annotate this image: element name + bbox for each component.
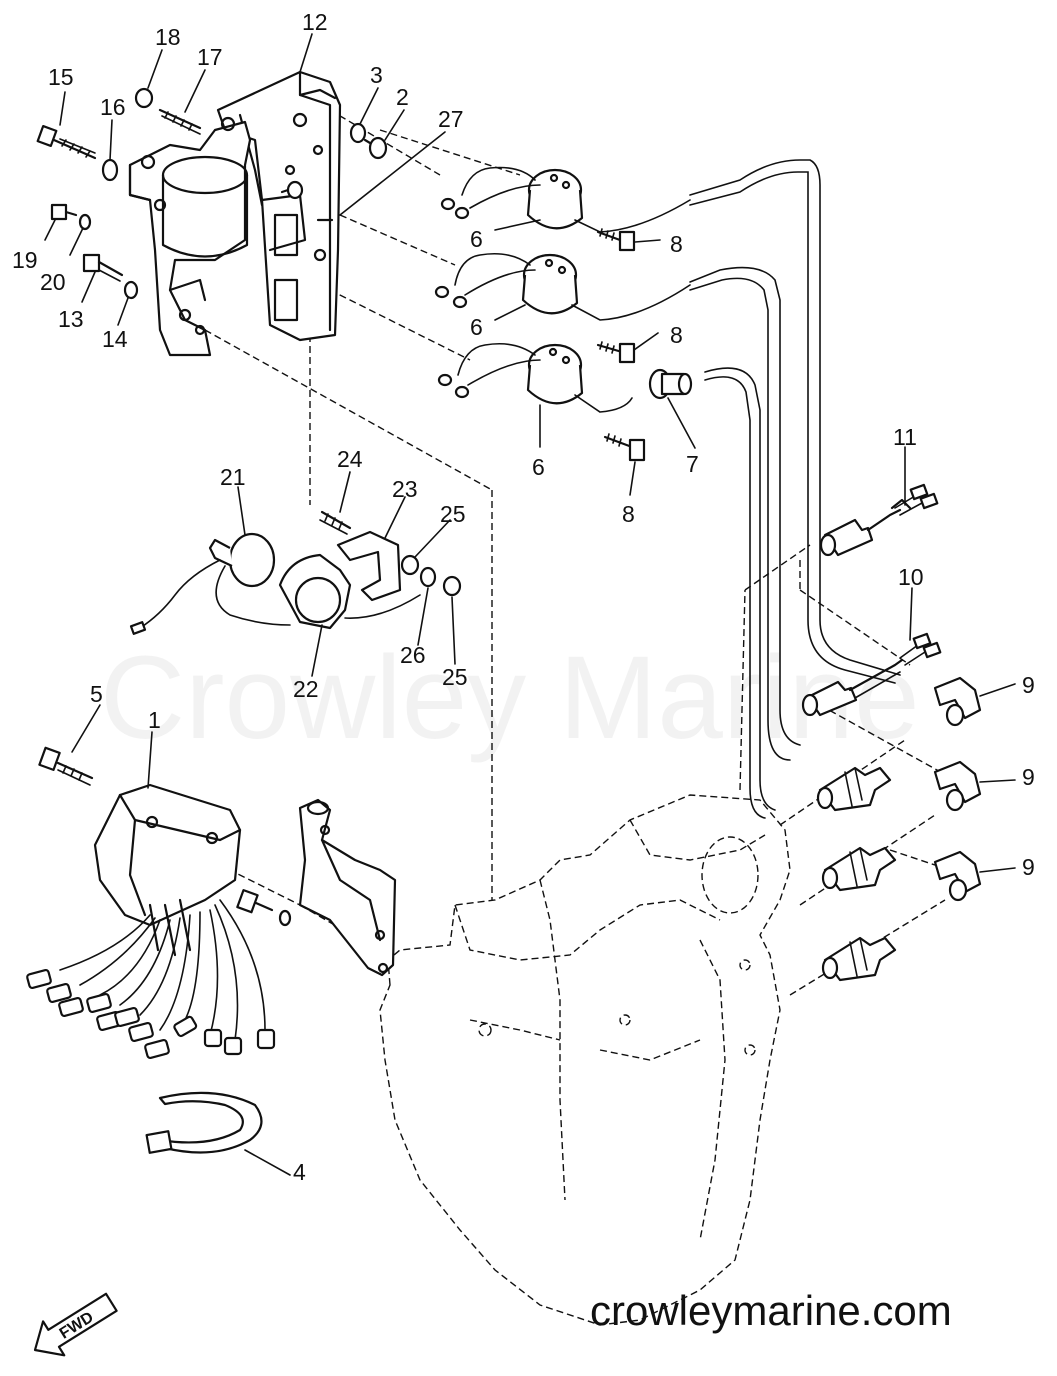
callout-leaders [44,33,1016,1176]
part-number-23: 23 [392,476,418,502]
washer-5 [349,122,367,144]
spark-plug-a [816,766,892,812]
part-number-21: 21 [220,464,246,490]
screw-4 [363,136,388,160]
part-number-7: 7 [686,451,699,477]
part-number-10: 10 [898,564,924,590]
part-number-25-b: 25 [442,664,468,690]
part-number-26: 26 [400,642,426,668]
clip-23 [336,530,402,602]
part-number-15: 15 [48,64,74,90]
part-number-22: 22 [293,676,319,702]
site-url: crowleymarine.com [590,1287,952,1334]
part-number-25-a: 25 [440,501,466,527]
washer-16 [101,158,119,182]
part-number-1: 1 [148,707,161,733]
part-number-20: 20 [40,269,66,295]
coil-bracket [128,116,252,357]
part-number-9-a: 9 [1022,672,1035,698]
part-number-9-b: 9 [1022,764,1035,790]
part-number-labels: 12 18 17 15 16 3 2 27 19 20 13 14 6 8 6 … [12,9,1035,1185]
part-number-19: 19 [12,247,38,273]
part-number-6-b: 6 [470,314,483,340]
part-number-16: 16 [100,94,126,120]
plug-cap-9-c [933,850,982,902]
bolt-3 [38,746,94,786]
ignition-wires [689,159,901,819]
sensor-10 [801,632,942,717]
forward-arrow-icon: FWD [33,1292,118,1357]
grommet-7 [648,368,693,400]
relay-21 [129,532,291,635]
part-number-6-c: 6 [532,454,545,480]
part-number-11: 11 [893,424,917,450]
plug-cap-9-a [933,676,982,727]
engine-block [379,794,791,1326]
nut-25-b [442,575,462,597]
screw-27 [280,180,304,200]
bolt-8-b [596,341,636,364]
part-number-17: 17 [197,44,223,70]
mounting-bracket [298,798,397,977]
part-number-14: 14 [102,326,128,352]
part-number-12: 12 [302,9,328,35]
part-number-24: 24 [337,446,363,472]
plug-cap-9-b [933,760,982,812]
spark-plug-c [821,936,897,982]
sensor-11 [819,483,939,557]
part-number-3: 5 [90,681,103,707]
bolt-8-a [596,228,636,252]
part-number-4: 2 [396,84,409,110]
ignition-coil-top [440,166,691,233]
bolt-13 [82,253,124,282]
stud-17 [158,108,202,135]
washer-20 [78,213,92,231]
part-number-8-b: 8 [670,322,683,348]
part-number-9-c: 9 [1022,854,1035,880]
stud-24 [319,510,352,535]
washer-26 [419,566,437,588]
ignition-coil-bottom [437,342,633,413]
part-number-27: 27 [438,106,464,132]
relay-holder-22 [278,553,421,630]
part-number-13: 13 [58,306,84,332]
part-number-5: 3 [370,62,383,88]
watermark-text: Crowley Marine [100,632,920,764]
part-number-8-c: 8 [622,501,635,527]
nut-18 [134,87,154,109]
cdi-unit [26,783,276,1060]
part-number-2: 4 [293,1159,306,1185]
part-number-6-a: 6 [470,226,483,252]
bolt-8-c [603,433,646,462]
spark-plug-b [821,846,897,892]
bolt-15 [36,124,97,160]
part-number-18: 18 [155,24,181,50]
ignition-coil-middle [434,252,691,321]
part-number-8-a: 8 [670,231,683,257]
nut-25-a [400,554,420,576]
screw-19 [50,203,78,221]
fasteners [36,87,693,927]
bolt-lower [236,889,292,927]
cable-tie [145,1091,263,1154]
washer-14 [123,280,139,300]
